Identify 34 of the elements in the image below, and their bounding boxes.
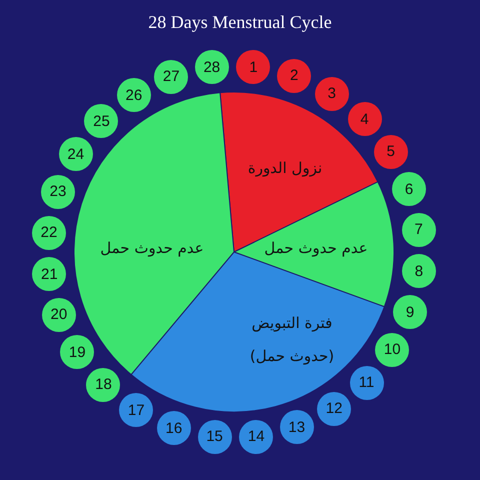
day-circle: 24: [58, 137, 93, 172]
day-circle: 6: [392, 172, 426, 206]
day-circle: 19: [60, 335, 94, 370]
day-circle: 11: [350, 366, 384, 400]
day-circle: 12: [317, 392, 352, 426]
day-circle: 9: [393, 295, 428, 330]
day-circle: 8: [402, 254, 436, 288]
day-circle: 18: [86, 368, 120, 402]
slice-label: عدم حدوث حمل: [264, 239, 368, 257]
slice-label: نزول الدورة: [248, 159, 322, 177]
chart-title: 28 Days Menstrual Cycle: [147, 12, 333, 33]
slice-label: عدم حدوث حمل: [100, 239, 204, 257]
day-circle: 14: [239, 420, 274, 454]
day-circle: 28: [194, 50, 229, 84]
slice-label: فترة التبويض: [252, 314, 332, 332]
day-circle: 1: [236, 50, 270, 84]
day-circle: 10: [375, 332, 410, 367]
day-circle: 15: [198, 420, 232, 454]
day-circle: 23: [40, 174, 75, 209]
day-circle: 7: [402, 212, 436, 247]
slice-label: (حدوث حمل): [250, 347, 334, 365]
day-circle: 2: [277, 58, 312, 93]
day-circle: 16: [156, 411, 191, 446]
day-circle: 20: [42, 298, 76, 332]
day-circle: 4: [348, 102, 382, 136]
day-circle: 3: [314, 76, 349, 111]
day-circle: 22: [32, 216, 66, 250]
day-circle: 5: [374, 134, 408, 169]
day-circle: 13: [280, 410, 314, 444]
day-circle: 26: [116, 78, 151, 112]
day-circle: 21: [32, 257, 66, 292]
day-circle: 17: [119, 393, 154, 428]
day-circle: 27: [154, 60, 188, 94]
day-circle: 25: [84, 104, 118, 138]
